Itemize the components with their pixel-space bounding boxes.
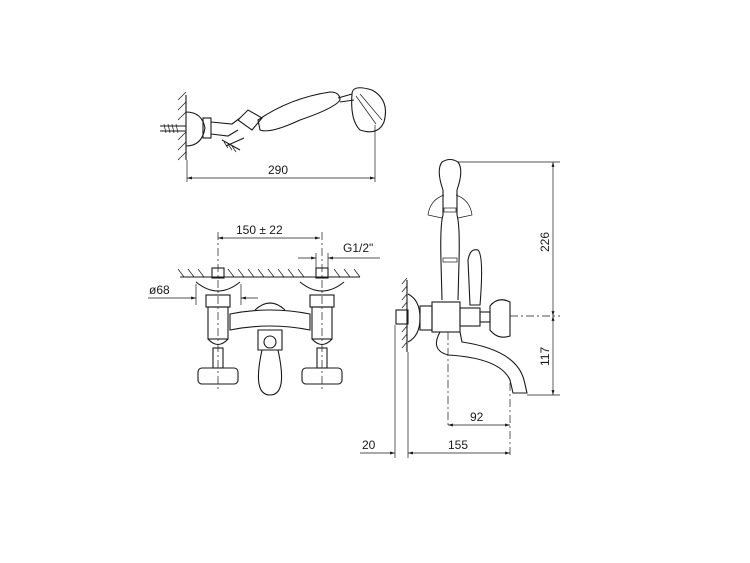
dimension-label-117: 117 [538,347,552,366]
hand-shower-top-view: 290 [160,87,387,182]
dimension-label-flange: ø68 [149,283,170,297]
dimension-label-20: 20 [362,438,376,452]
ceiling-hatch [177,268,361,278]
dimension-label-thread: G1/2" [343,241,373,255]
dimension-label-155: 155 [448,438,468,452]
dimension-label-290: 290 [268,163,288,177]
dimension-label-150: 150 ± 22 [236,223,283,237]
mixer-front-view: 150 ± 22 G1/2" ø68 [148,223,380,396]
dimension-label-92: 92 [470,410,484,424]
wall-hatch [177,91,187,161]
mixer-side-view: 226 117 92 20 155 [360,158,560,458]
dimension-label-226: 226 [538,232,552,252]
